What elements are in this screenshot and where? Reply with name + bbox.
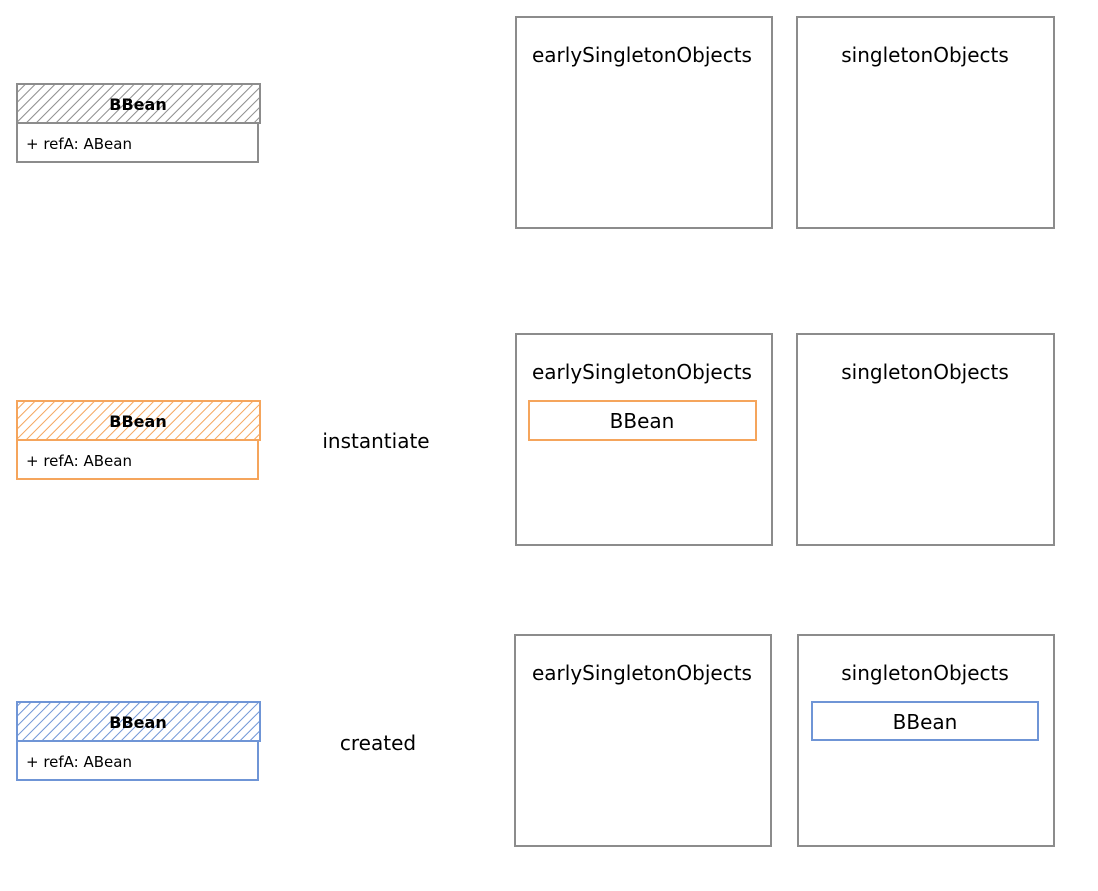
- cache-early-singleton-objects: earlySingletonObjects: [515, 16, 773, 229]
- cache-title: earlySingletonObjects: [532, 360, 752, 384]
- class-box-header: [16, 701, 261, 742]
- cache-entry-bbean: BBean: [811, 701, 1039, 741]
- class-box-bbean: BBean + refA: ABean: [16, 400, 261, 480]
- cache-box: [515, 16, 773, 229]
- class-box-bbean: BBean + refA: ABean: [16, 701, 261, 781]
- class-box-attribute: + refA: ABean: [26, 135, 132, 153]
- cache-singleton-objects: singletonObjects: [796, 333, 1055, 546]
- row-2: BBean + refA: ABean instantiate earlySin…: [16, 333, 1055, 546]
- cache-box: [514, 634, 772, 847]
- cache-title: earlySingletonObjects: [532, 661, 752, 685]
- step-label-created: created: [340, 731, 416, 755]
- class-box-title: BBean: [109, 713, 166, 732]
- class-box-title: BBean: [109, 95, 166, 114]
- cache-box: [796, 333, 1055, 546]
- cache-entry-label: BBean: [610, 409, 675, 433]
- row-1: BBean + refA: ABean earlySingletonObject…: [16, 16, 1055, 229]
- cache-title: singletonObjects: [841, 43, 1009, 67]
- class-box-body: [16, 439, 259, 480]
- class-box-attribute: + refA: ABean: [26, 753, 132, 771]
- class-box-body: [16, 740, 259, 781]
- cache-singleton-objects: singletonObjects BBean: [797, 634, 1055, 847]
- cache-entry-bbean: BBean: [528, 400, 757, 441]
- cache-singleton-objects: singletonObjects: [796, 16, 1055, 229]
- cache-entry-box: [528, 400, 757, 441]
- cache-entry-box: [811, 701, 1039, 741]
- cache-early-singleton-objects: earlySingletonObjects BBean: [515, 333, 773, 546]
- cache-early-singleton-objects: earlySingletonObjects: [514, 634, 772, 847]
- row-3: BBean + refA: ABean created earlySinglet…: [16, 634, 1055, 847]
- cache-entry-label: BBean: [893, 710, 958, 734]
- step-label-instantiate: instantiate: [322, 429, 429, 453]
- class-box-bbean: BBean + refA: ABean: [16, 83, 261, 163]
- class-box-header: [16, 83, 261, 124]
- cache-title: singletonObjects: [841, 661, 1009, 685]
- cache-title: earlySingletonObjects: [532, 43, 752, 67]
- cache-title: singletonObjects: [841, 360, 1009, 384]
- class-box-body: [16, 122, 259, 163]
- cache-box: [796, 16, 1055, 229]
- class-box-attribute: + refA: ABean: [26, 452, 132, 470]
- class-box-title: BBean: [109, 412, 166, 431]
